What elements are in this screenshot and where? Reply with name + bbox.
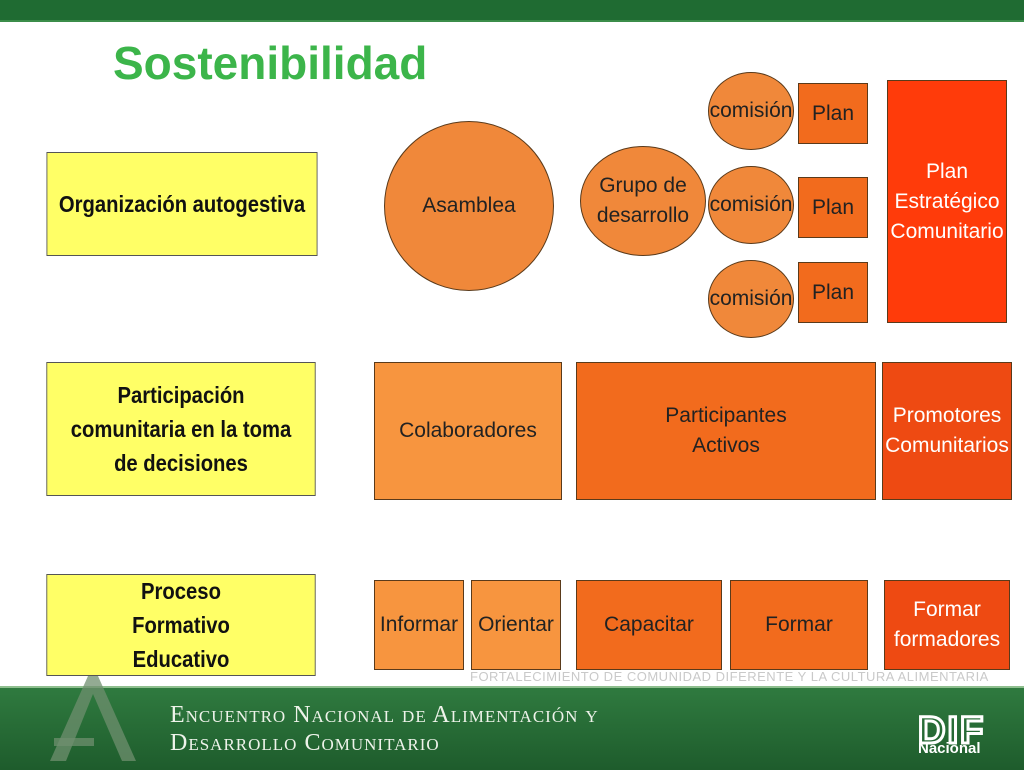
dif-logo-icon: DIF xyxy=(917,709,985,754)
footer-title-line2: Desarrollo Comunitario xyxy=(170,730,440,756)
dif-logo-text: Nacional xyxy=(918,740,981,757)
formar-box: Formar xyxy=(730,580,868,670)
comision-circle: comisión xyxy=(708,166,794,244)
plan-box: Plan xyxy=(798,177,868,238)
watermark-caption: FORTALECIMIENTO DE COMUNIDAD DIFERENTE Y… xyxy=(470,669,989,684)
promotores-box: Promotores Comunitarios xyxy=(882,362,1012,500)
row-label-proceso: Proceso Formativo Educativo xyxy=(46,574,316,676)
plan-box: Plan xyxy=(798,262,868,323)
capacitar-box: Capacitar xyxy=(576,580,722,670)
comision-circle: comisión xyxy=(708,260,794,338)
orientar-box: Orientar xyxy=(471,580,561,670)
svg-text:DIF: DIF xyxy=(918,710,985,752)
footer-title-line1: Encuentro Nacional de Alimentación y xyxy=(170,702,599,728)
top-bar xyxy=(0,0,1024,22)
formar-formadores-box: Formar formadores xyxy=(884,580,1010,670)
informar-box: Informar xyxy=(374,580,464,670)
slide-title: Sostenibilidad xyxy=(113,37,428,89)
asamblea-circle: Asamblea xyxy=(384,121,554,291)
plan-box: Plan xyxy=(798,83,868,144)
participantes-activos-box: Participantes Activos xyxy=(576,362,876,500)
row-label-participacion: Participación comunitaria en la toma de … xyxy=(46,362,316,496)
comision-circle: comisión xyxy=(708,72,794,150)
event-logo-icon xyxy=(50,676,136,761)
colaboradores-box: Colaboradores xyxy=(374,362,562,500)
row-label-organizacion: Organización autogestiva xyxy=(46,152,318,256)
footer-bar: Encuentro Nacional de Alimentación y Des… xyxy=(0,686,1024,770)
grupo-desarrollo-circle: Grupo de desarrollo xyxy=(580,146,706,256)
plan-estrategico-box: Plan Estratégico Comunitario xyxy=(887,80,1007,323)
